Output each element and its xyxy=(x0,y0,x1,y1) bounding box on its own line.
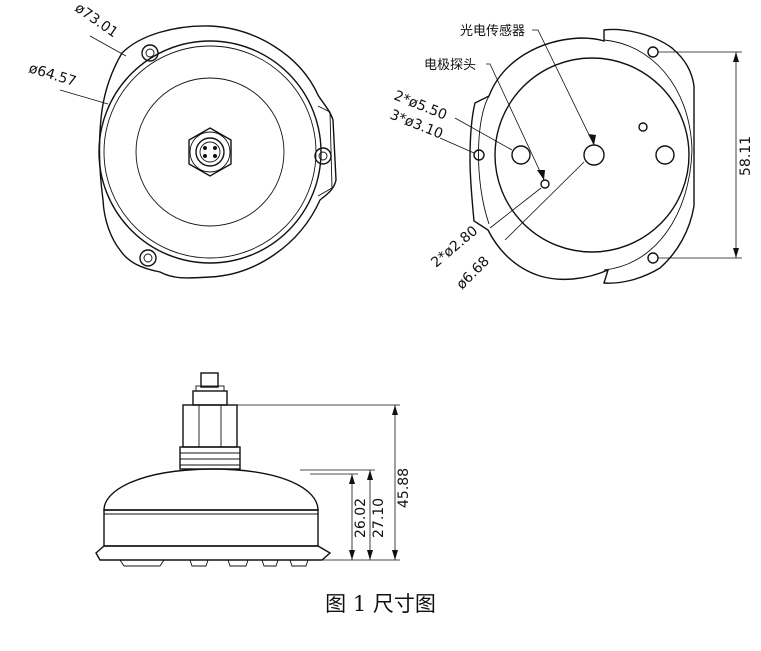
side-dome-body xyxy=(103,468,319,511)
side-base-body xyxy=(103,509,319,547)
side-bottom-flange xyxy=(95,545,332,561)
side-connector-tip xyxy=(200,372,219,388)
bottom-hole-small-b xyxy=(638,122,648,132)
top-view-connector xyxy=(195,137,225,167)
leader-hole-c xyxy=(489,187,542,229)
top-view-connector-inner xyxy=(199,141,221,163)
bottom-view-left-band xyxy=(478,95,490,225)
side-bottom-feet xyxy=(119,559,309,567)
top-view-outer-contour xyxy=(98,25,337,279)
arrow-span-bottom xyxy=(733,248,739,258)
bottom-hole-top xyxy=(647,46,659,58)
connector-pin-4 xyxy=(213,154,217,158)
top-view-hex-nut xyxy=(188,127,232,177)
leader-dia-inner xyxy=(59,89,109,105)
side-hex-nut xyxy=(182,404,238,448)
top-lug-hole-2 xyxy=(314,147,332,165)
top-lug-hole-3 xyxy=(139,249,157,267)
leader-hole-a xyxy=(454,117,513,151)
photo-sensor-hole xyxy=(583,144,605,166)
arrow-mid-bottom xyxy=(367,550,373,560)
label-photo-sensor: 光电传感器 xyxy=(460,23,525,39)
side-view: 26.02 27.10 45.88 xyxy=(95,372,412,567)
dim-body: 26.02 xyxy=(353,498,369,538)
bottom-view-main-ring xyxy=(494,57,690,253)
leader-hole-b xyxy=(439,137,475,154)
arrow-body-top xyxy=(349,474,355,484)
dim-hole-d: ø6.68 xyxy=(454,253,493,292)
arrow-total-top xyxy=(392,405,398,415)
arrow-total-bottom xyxy=(392,550,398,560)
bottom-hole-large-right xyxy=(655,145,675,165)
bottom-hole-bottom xyxy=(647,252,659,264)
bottom-view: 光电传感器 电极探头 2*ø5.50 3*ø3.10 2*ø2.80 ø6.68… xyxy=(388,23,754,293)
top-lug-hole-2-inner xyxy=(318,151,328,161)
top-view-lug-right xyxy=(317,105,333,197)
top-view-dome xyxy=(135,77,285,227)
top-view: ø73.01 ø64.57 xyxy=(27,0,337,279)
top-view-nut-ring xyxy=(189,131,231,173)
leader-hole-d xyxy=(504,161,585,241)
top-lug-hole-1-inner xyxy=(145,48,155,58)
arrow-span-top xyxy=(733,52,739,62)
connector-pin-1 xyxy=(203,146,207,150)
leader-electrode xyxy=(486,63,545,181)
dim-dia-outer: ø73.01 xyxy=(72,0,121,41)
side-thread xyxy=(179,446,241,470)
dim-total: 45.88 xyxy=(396,468,412,508)
dim-span: 58.11 xyxy=(738,136,754,176)
bottom-view-outer-contour xyxy=(469,28,695,284)
dim-mid: 27.10 xyxy=(371,498,387,538)
label-electrode: 电极探头 xyxy=(424,58,476,73)
side-connector-neck xyxy=(192,390,228,406)
leader-dia-outer xyxy=(89,35,127,57)
connector-pin-2 xyxy=(213,146,217,150)
arrow-electrode xyxy=(537,170,545,180)
bottom-hole-left xyxy=(473,149,485,161)
leader-photo-sensor xyxy=(532,29,595,146)
top-lug-hole-3-inner xyxy=(143,253,153,263)
top-view-ring-outer xyxy=(98,40,322,264)
bottom-hole-large-left xyxy=(511,145,531,165)
arrow-body-bottom xyxy=(349,550,355,560)
dim-dia-inner: ø64.57 xyxy=(27,61,78,91)
bottom-view-inner-band xyxy=(603,39,693,271)
figure-caption: 图 1 尺寸图 xyxy=(325,592,436,616)
arrow-photo-sensor xyxy=(588,134,596,145)
connector-pin-3 xyxy=(203,154,207,158)
bottom-hole-small-a xyxy=(540,179,550,189)
top-lug-hole-1 xyxy=(141,44,159,62)
arrow-mid-top xyxy=(367,470,373,480)
